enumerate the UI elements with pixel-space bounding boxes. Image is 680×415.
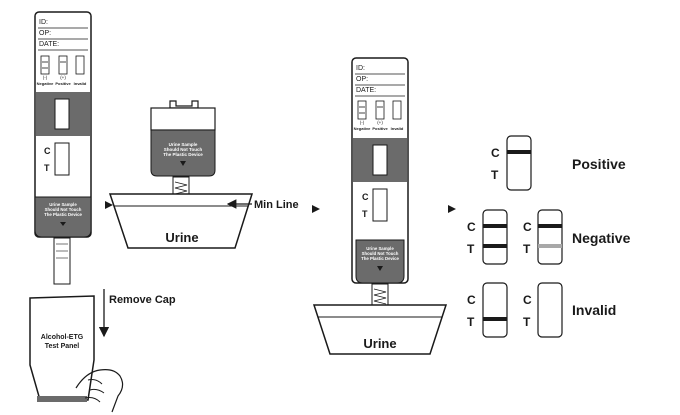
- date-label: DATE:: [356, 87, 376, 94]
- legend-invalid-icon: [392, 100, 402, 120]
- result-window: [54, 142, 70, 176]
- legend-sign: (+): [377, 120, 383, 125]
- legend-name: Positive: [55, 81, 71, 86]
- min-line-label: Min Line: [254, 199, 299, 211]
- c-label: C: [523, 293, 532, 307]
- right-test-panel: ID: OP: DATE: (-) (+) Negative Positive …: [312, 57, 448, 355]
- results-section: C T Positive C T C T Negative C T C T In…: [467, 135, 631, 338]
- warning-text: Urine Sample: [169, 142, 198, 147]
- test-cap: Alcohol-ETG Test Panel: [29, 295, 124, 413]
- result-window: [372, 188, 388, 222]
- t-label: T: [523, 315, 531, 329]
- c-label: C: [467, 293, 476, 307]
- warning-text: The Plastic Device: [44, 212, 82, 217]
- c-label: C: [491, 146, 500, 160]
- t-label: T: [467, 315, 475, 329]
- legend-name: Invalid: [391, 126, 404, 131]
- invalid-strip: [482, 282, 508, 338]
- date-label: DATE:: [39, 41, 59, 48]
- cup-label: Urine: [363, 336, 396, 351]
- id-label: ID:: [356, 65, 365, 72]
- step-arrow-icon: [312, 205, 320, 213]
- warning-text: Should Not Touch: [164, 147, 203, 152]
- op-label: OP:: [356, 76, 368, 83]
- legend-positive-icon: [375, 100, 385, 120]
- legend-sign: (-): [360, 120, 365, 125]
- legend-negative-icon: [40, 55, 50, 75]
- remove-cap-label: Remove Cap: [109, 294, 176, 306]
- legend-name: Negative: [37, 81, 54, 86]
- c-label: C: [467, 220, 476, 234]
- warning-text: The Plastic Device: [163, 152, 203, 157]
- c-label: C: [362, 192, 369, 202]
- warning-text: Should Not Touch: [45, 207, 82, 212]
- legend-sign: (-): [43, 75, 48, 80]
- legend-sign: (+): [60, 75, 66, 80]
- step-arrow-icon: [448, 205, 456, 213]
- t-label: T: [362, 209, 368, 219]
- t-label: T: [44, 163, 50, 173]
- cap-text: Alcohol-ETG: [41, 334, 84, 341]
- left-test-panel: ID: OP: DATE: (-) (+) Negative Positive …: [34, 11, 92, 285]
- c-label: C: [44, 146, 51, 156]
- op-label: OP:: [39, 30, 51, 37]
- legend-name: Positive: [372, 126, 388, 131]
- cap-text: Test Panel: [45, 343, 80, 350]
- invalid-label: Invalid: [572, 302, 616, 318]
- id-label: ID:: [39, 19, 48, 26]
- t-label: T: [467, 242, 475, 256]
- warning-text: Should Not Touch: [362, 251, 399, 256]
- cup-label: Urine: [165, 230, 198, 245]
- legend-name: Negative: [354, 126, 371, 131]
- warning-text: Urine Sample: [49, 202, 77, 207]
- negative-label: Negative: [572, 230, 631, 246]
- dip-step: Urine Sample Should Not Touch The Plasti…: [108, 100, 299, 249]
- negative-strip: [482, 209, 508, 265]
- legend-positive-icon: [58, 55, 68, 75]
- negative-strip-faint: [537, 209, 563, 265]
- t-label: T: [523, 242, 531, 256]
- positive-strip: [506, 135, 532, 191]
- sample-wick: [53, 237, 71, 285]
- c-label: C: [523, 220, 532, 234]
- step-arrow-icon: [105, 201, 113, 209]
- legend-negative-icon: [357, 100, 367, 120]
- urine-cup: [108, 193, 254, 249]
- positive-label: Positive: [572, 156, 626, 172]
- legend-invalid-icon: [75, 55, 85, 75]
- warning-text: The Plastic Device: [361, 256, 399, 261]
- warning-text: Urine Sample: [366, 246, 394, 251]
- hand-icon: [75, 369, 124, 413]
- invalid-strip-blank: [537, 282, 563, 338]
- legend-name: Invalid: [74, 81, 87, 86]
- t-label: T: [491, 168, 499, 182]
